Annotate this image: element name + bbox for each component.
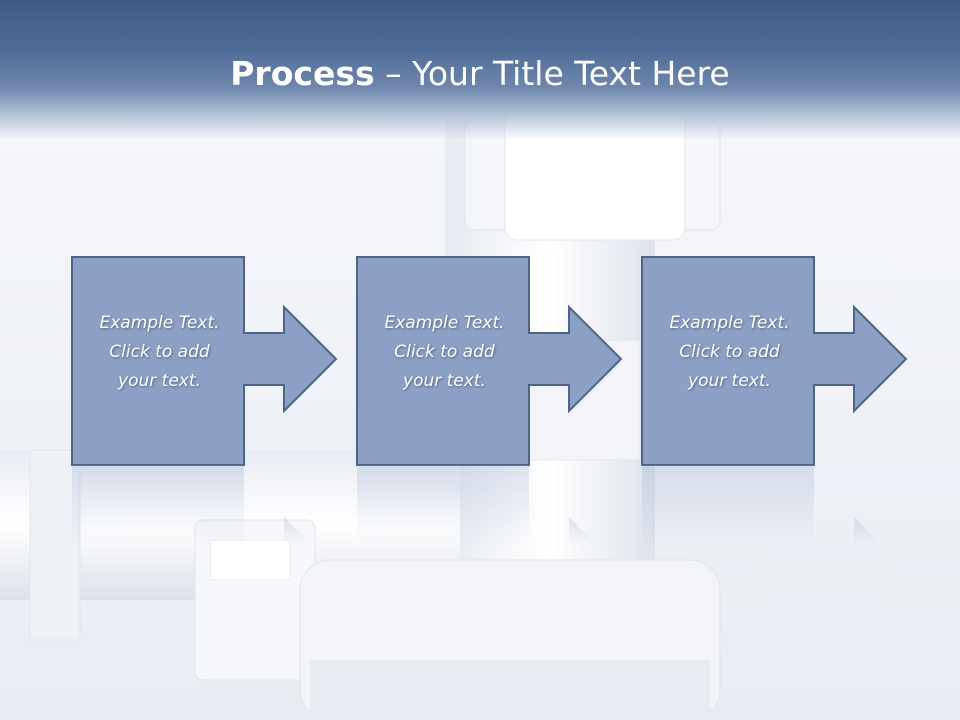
step-3-line-3: your text.: [688, 371, 771, 391]
step-3-text[interactable]: Example Text. Click to add your text.: [642, 309, 817, 396]
title-rest: – Your Title Text Here: [374, 54, 730, 93]
step-1-line-1: Example Text.: [99, 313, 220, 333]
step-2-line-2: Click to add: [394, 342, 495, 362]
step-1-line-3: your text.: [118, 371, 201, 391]
step-1-text[interactable]: Example Text. Click to add your text.: [72, 309, 247, 396]
slide-title[interactable]: Process – Your Title Text Here: [0, 52, 960, 96]
step-2-line-1: Example Text.: [384, 313, 505, 333]
header-band: [0, 0, 960, 140]
step-2-text[interactable]: Example Text. Click to add your text.: [357, 309, 532, 396]
title-bold: Process: [230, 54, 375, 93]
step-3-line-1: Example Text.: [669, 313, 790, 333]
process-step-3[interactable]: Example Text. Click to add your text.: [641, 256, 908, 466]
step-3-line-2: Click to add: [679, 342, 780, 362]
process-step-2[interactable]: Example Text. Click to add your text.: [356, 256, 623, 466]
process-step-1[interactable]: Example Text. Click to add your text.: [71, 256, 338, 466]
step-2-line-3: your text.: [403, 371, 486, 391]
step-1-line-2: Click to add: [109, 342, 210, 362]
